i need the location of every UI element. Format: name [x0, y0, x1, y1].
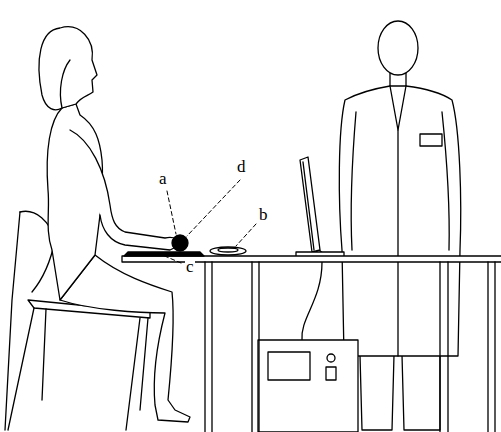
callout-letter: b — [258, 206, 269, 223]
leader-lines — [160, 180, 256, 263]
test-devices — [124, 235, 246, 256]
table — [122, 256, 501, 432]
monitor — [296, 157, 344, 257]
floor-unit — [258, 262, 358, 432]
seated-woman — [39, 27, 190, 422]
callout-letter: c — [185, 258, 195, 275]
callout-letter: a — [158, 170, 168, 187]
callout-letter: d — [236, 158, 247, 175]
